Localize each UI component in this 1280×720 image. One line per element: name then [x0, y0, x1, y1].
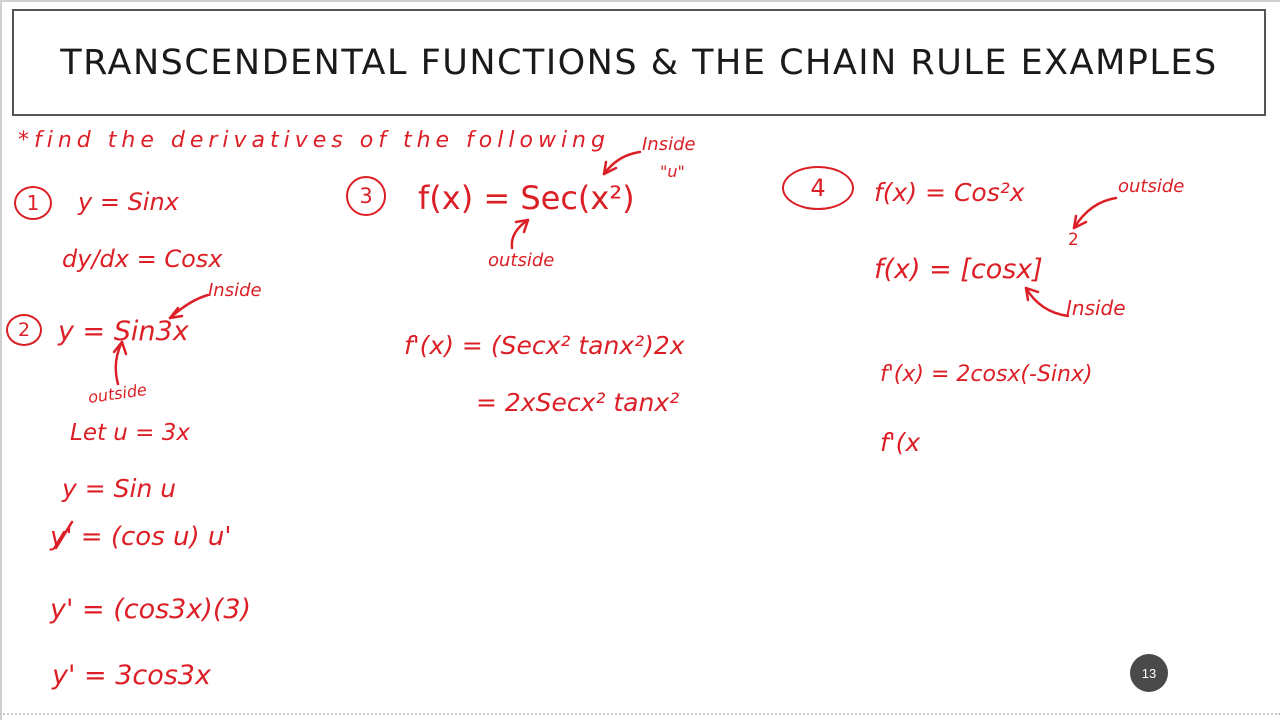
- ex2-line3: y = Sin u: [62, 474, 177, 503]
- ex2-line4: y' = (cos u) u': [50, 522, 232, 552]
- ex1-line2: dy/dx = Cosx: [62, 245, 223, 273]
- example-4-number: 4: [782, 166, 854, 210]
- instruction-text: *find the derivatives of the following: [18, 128, 610, 153]
- ex3-line2: f'(x) = (Secx² tanx²)2x: [404, 331, 685, 360]
- ex3-inside-arrow: [602, 150, 642, 176]
- example-2-number: 2: [6, 314, 42, 346]
- ex3-outside-arrow: [510, 218, 530, 250]
- ex2-line5: y' = (cos3x)(3): [50, 594, 252, 625]
- ex2-line1: y = Sin3x: [58, 316, 189, 347]
- ex4-outside-label: outside: [1118, 176, 1185, 197]
- ex2-line6: y' = 3cos3x: [52, 660, 211, 691]
- ex2-crossout-mark: [54, 520, 74, 550]
- ex1-line1: y = Sinx: [78, 188, 179, 216]
- slide-title-box: TRANSCENDENTAL FUNCTIONS & THE CHAIN RUL…: [12, 9, 1266, 116]
- ex4-inside-arrow: [1024, 286, 1070, 318]
- ex4-outside-arrow: [1072, 196, 1118, 230]
- bottom-divider: [0, 713, 1280, 716]
- ex2-inside-arrow: [168, 293, 210, 320]
- ex4-inside-label: Inside: [1066, 296, 1126, 320]
- ex4-exponent: 2: [1068, 230, 1079, 250]
- ex4-line2: f(x) = [cosx]: [874, 254, 1043, 285]
- ex2-inside-label: Inside: [208, 280, 262, 301]
- ex3-outside-label: outside: [488, 250, 555, 271]
- ex3-inside-u: "u": [660, 162, 685, 181]
- page-number-badge: 13: [1130, 654, 1168, 692]
- example-3-number: 3: [346, 176, 386, 216]
- ex3-inside-label: Inside: [642, 134, 696, 155]
- example-1-number: 1: [14, 186, 52, 220]
- ex4-line1: f(x) = Cos²x: [874, 178, 1025, 207]
- ex2-let: Let u = 3x: [70, 420, 191, 446]
- ex3-line3: = 2xSecx² tanx²: [476, 388, 680, 417]
- ex4-line3: f'(x) = 2cosx(-Sinx): [880, 362, 1093, 387]
- slide-title: TRANSCENDENTAL FUNCTIONS & THE CHAIN RUL…: [60, 42, 1218, 83]
- ex4-line4: f'(x: [880, 428, 921, 457]
- ex3-line1: f(x) = Sec(x²): [418, 179, 635, 217]
